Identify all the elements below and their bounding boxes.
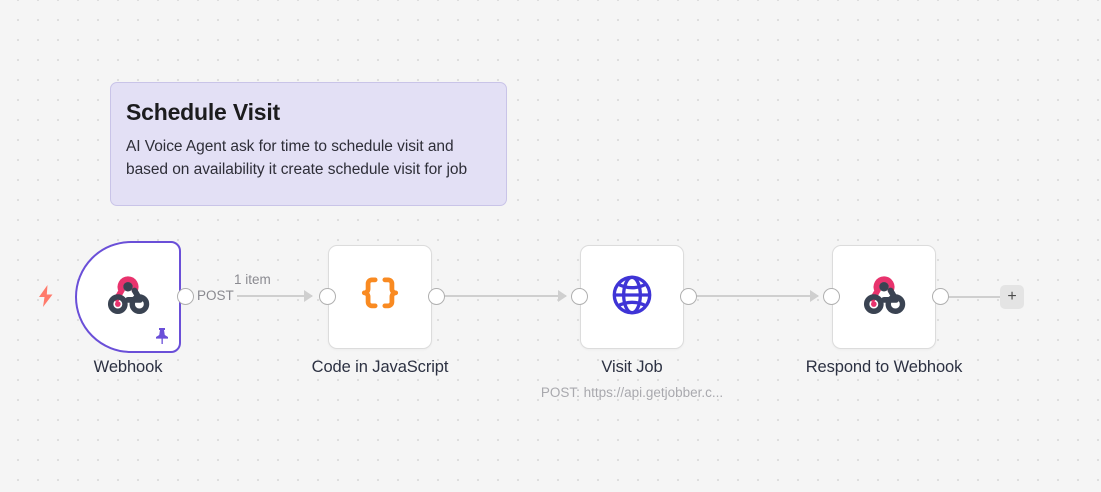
webhook-icon bbox=[858, 269, 910, 326]
pin-icon bbox=[154, 327, 170, 345]
node-input-endpoint-code[interactable] bbox=[319, 288, 336, 305]
connection-line-respond-to-add[interactable] bbox=[946, 296, 1002, 298]
node-webhook[interactable] bbox=[75, 241, 181, 353]
node-visit-job[interactable] bbox=[580, 245, 684, 349]
plus-icon: + bbox=[1007, 288, 1017, 305]
connection-method-label-post: POST bbox=[194, 288, 237, 303]
node-label-webhook: Webhook bbox=[93, 358, 163, 376]
node-sublabel-visit-job: POST: https://api.getjobber.c... bbox=[540, 385, 724, 400]
connection-arrow-webhook-to-code bbox=[304, 290, 313, 302]
node-output-endpoint-respond[interactable] bbox=[932, 288, 949, 305]
node-input-endpoint-visit-job[interactable] bbox=[571, 288, 588, 305]
sticky-note-title: Schedule Visit bbox=[126, 99, 280, 125]
add-node-button[interactable]: + bbox=[1000, 285, 1024, 309]
node-label-code-in-javascript: Code in JavaScript bbox=[311, 358, 449, 376]
connection-line-webhook-to-code[interactable] bbox=[190, 295, 312, 297]
node-label-visit-job: Visit Job bbox=[601, 358, 663, 376]
node-output-endpoint-visit-job[interactable] bbox=[680, 288, 697, 305]
curly-braces-icon bbox=[354, 269, 406, 326]
webhook-icon bbox=[102, 269, 154, 326]
node-output-endpoint-code[interactable] bbox=[428, 288, 445, 305]
lightning-bolt-icon bbox=[38, 285, 54, 307]
connection-line-code-to-visitjob[interactable] bbox=[442, 295, 566, 297]
node-label-respond-to-webhook: Respond to Webhook bbox=[805, 358, 963, 376]
connection-item-count-label: 1 item bbox=[231, 272, 274, 287]
sticky-note-body: AI Voice Agent ask for time to schedule … bbox=[126, 138, 468, 178]
connection-line-visitjob-to-respond[interactable] bbox=[694, 295, 818, 297]
node-respond-to-webhook[interactable] bbox=[832, 245, 936, 349]
globe-icon bbox=[607, 270, 657, 325]
sticky-note[interactable]: Schedule Visit AI Voice Agent ask for ti… bbox=[110, 82, 507, 206]
connection-arrow-visitjob-to-respond bbox=[810, 290, 819, 302]
node-code-in-javascript[interactable] bbox=[328, 245, 432, 349]
node-output-endpoint-webhook[interactable] bbox=[177, 288, 194, 305]
connection-arrow-code-to-visitjob bbox=[558, 290, 567, 302]
node-input-endpoint-respond[interactable] bbox=[823, 288, 840, 305]
